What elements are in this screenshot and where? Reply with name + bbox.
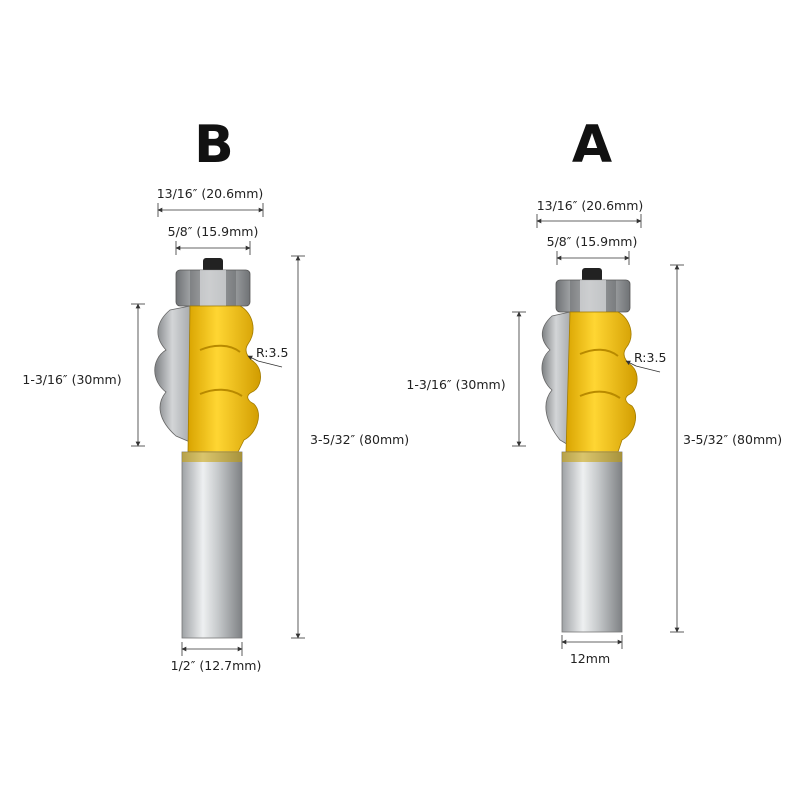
bit-b-cut-height-label: 1-3/16″ (30mm) [22, 372, 121, 387]
bit-b-label: B [194, 115, 234, 175]
bit-b-radius-label: R:3.5 [256, 345, 288, 360]
bit-a-shank-label: 12mm [570, 651, 610, 666]
bit-b-cut-width-label: 13/16″ (20.6mm) [157, 186, 264, 201]
bit-a-shank [561, 451, 623, 633]
bit-b-profile-body [187, 305, 261, 453]
bit-b-carbide-blade [154, 305, 191, 443]
bit-b-screw [203, 258, 223, 272]
bit-b-bearing-width-label: 5/8″ (15.9mm) [168, 224, 259, 239]
bit-a-overall-length-label: 3-5/32″ (80mm) [683, 432, 782, 447]
bit-b-shank [181, 451, 243, 639]
bit-a: A 13/16″ (20.6mm) 5/8″ (15.9mm) R:3.5 1-… [406, 115, 782, 666]
bit-b-overall-length-label: 3-5/32″ (80mm) [310, 432, 409, 447]
bit-a-cut-width-label: 13/16″ (20.6mm) [537, 198, 644, 213]
bit-a-label: A [572, 115, 612, 175]
bit-b-shank-label: 1/2″ (12.7mm) [171, 658, 262, 673]
bit-a-carbide-blade [541, 311, 571, 447]
bit-a-cut-height-label: 1-3/16″ (30mm) [406, 377, 505, 392]
bit-a-screw [582, 268, 602, 282]
bit-b: B 13/16″ (20.6mm) 5/8″ (15.9mm) R:3.5 1-… [22, 115, 409, 673]
bit-a-profile-body [565, 311, 638, 453]
bit-a-bearing-width-label: 5/8″ (15.9mm) [547, 234, 638, 249]
bit-a-radius-label: R:3.5 [634, 350, 666, 365]
